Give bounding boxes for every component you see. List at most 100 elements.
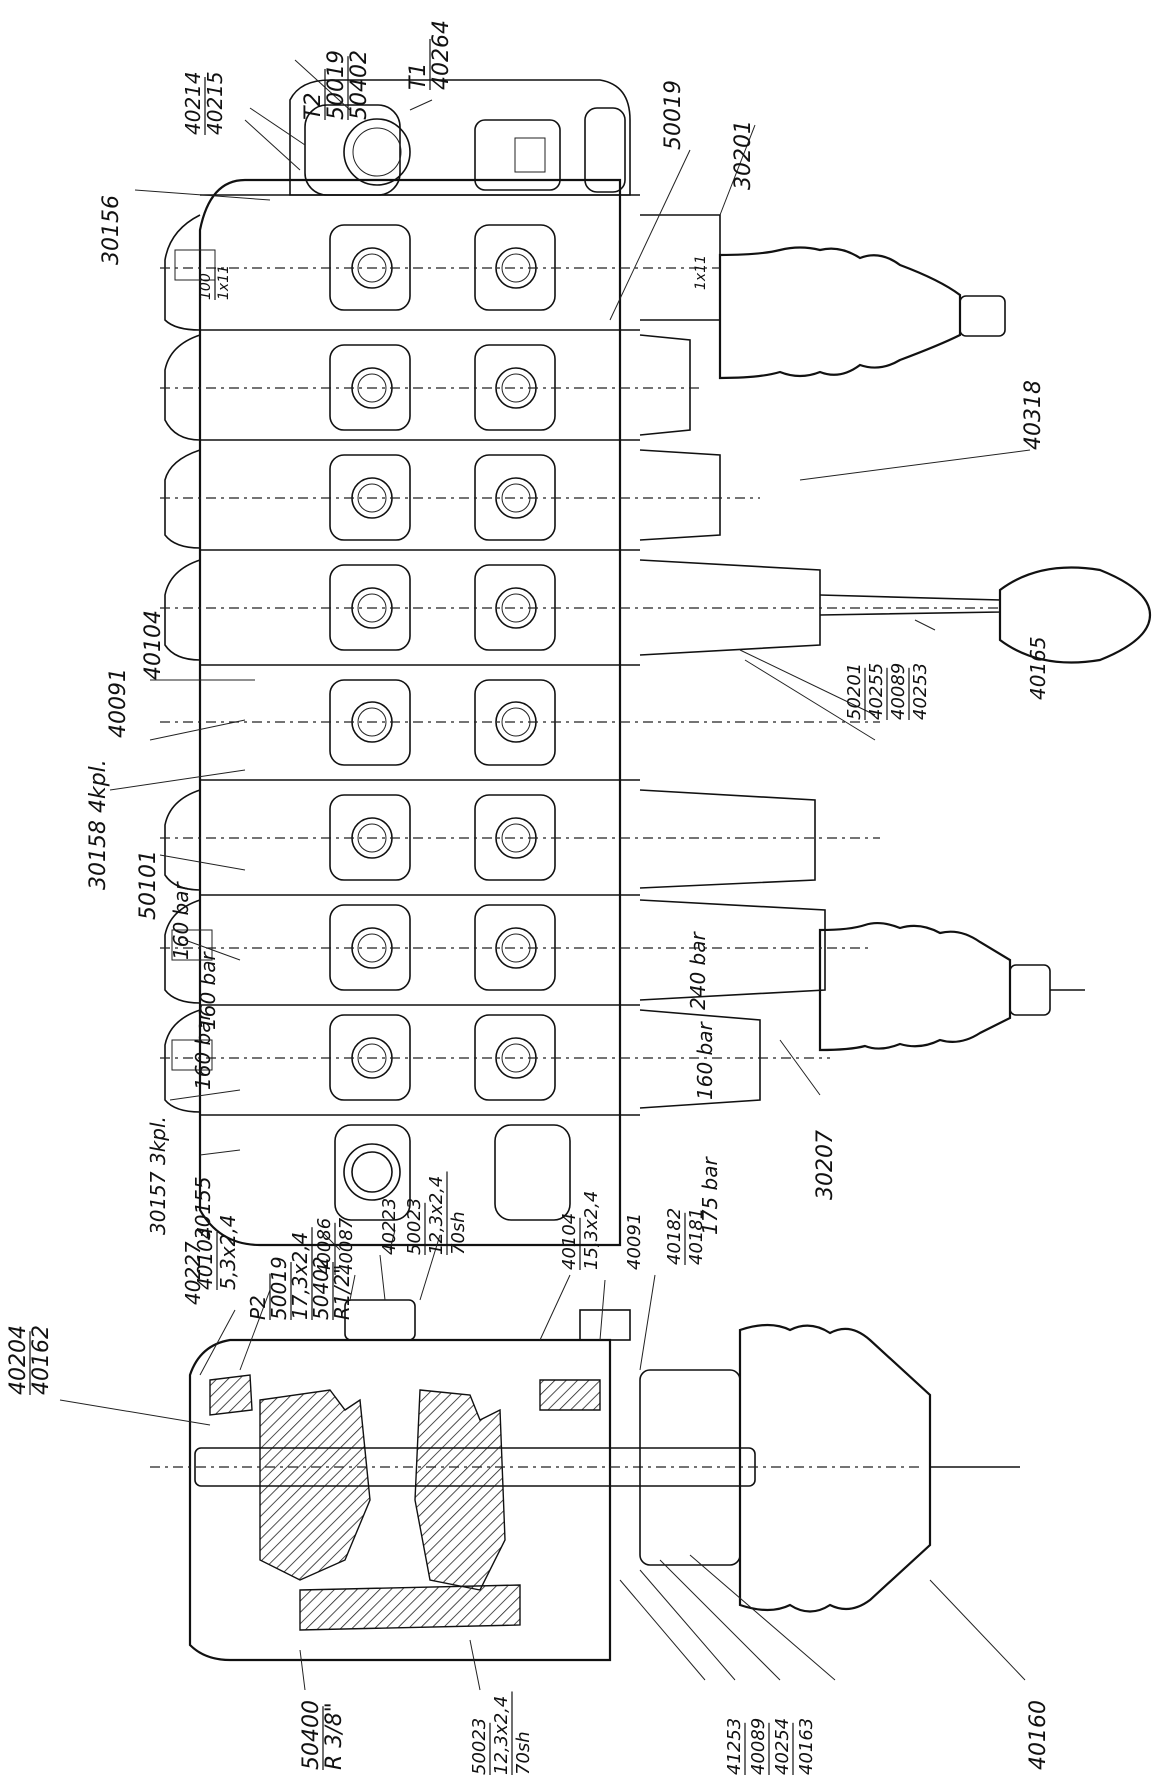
callout-c18: 160 bar [693,1021,717,1100]
callout-c15: 160 bar [196,951,220,1030]
callout-c21: 30157 3kpl. [146,1116,170,1235]
callout-c25-line-0: 1x11 [693,255,709,290]
callout-s02: 40227 [181,1241,205,1305]
callout-s04-line-1: 40087 [336,1217,357,1275]
callout-c08-line-0: 40104 [141,610,166,680]
callout-c13: 50101 [136,850,161,920]
callout-c15-line-0: 160 bar [196,951,220,1030]
callout-c22-line-0: 30155 [191,1176,215,1240]
callout-c03-line-0: 40214 [181,71,205,135]
callout-s03-line-1: 5,3x2,4 [216,1215,240,1290]
callout-c06-line-0: 30156 [99,195,124,265]
callout-c05-line-0: 30201 [731,120,756,190]
callout-c23-line-3: 50402 [309,1256,333,1320]
callout-c09-line-0: 40091 [106,668,131,738]
callout-s07-line-1: 15,3x2,4 [581,1191,602,1270]
callout-s11-line-0: 50023 [469,1718,490,1775]
callout-c25: 1x11 [693,255,709,290]
callout-s10-line-1: R 3/8" [322,1702,347,1770]
callout-c09: 40091 [106,668,131,738]
callout-c04-line-0: 50019 [661,80,686,150]
callout-c11-line-1: 40255 [866,663,887,720]
callout-c17: 240 bar [686,931,710,1010]
callout-c14: 160 bar [169,881,193,960]
callout-c24-line-0: 100 [198,273,214,300]
callout-c07-line-0: 40318 [1021,380,1046,450]
callout-c07: 40318 [1021,380,1046,450]
callout-c17-line-0: 240 bar [686,931,710,1010]
callout-s06-line-1: 12,3x2,4 [426,1176,447,1255]
callout-c05: 30201 [731,120,756,190]
callout-s05: 40223 [379,1198,400,1255]
callout-s12-line-1: 40089 [748,1718,769,1775]
callout-s07-line-0: 40104 [559,1213,580,1270]
callout-c23-line-4: R1/2" [330,1265,354,1320]
callout-s13-line-0: 40160 [1026,1700,1051,1770]
callout-c01-line-0: T2 [301,93,326,120]
callout-c03-line-1: 40215 [203,71,227,135]
callout-s12-line-3: 40163 [796,1718,817,1775]
callout-c13-line-0: 50101 [136,850,161,920]
callout-s11-line-2: 70sh [513,1731,534,1775]
callout-c04: 50019 [661,80,686,150]
callout-s01-line-1: 40162 [29,1325,54,1395]
callout-c10-line-0: 30158 4kpl. [86,759,111,890]
callout-s05-line-0: 40223 [379,1198,400,1255]
callout-c20: 30207 [813,1130,838,1200]
callout-c23-line-0: P2 [246,1295,270,1320]
callout-c19: 175 bar [698,1156,722,1235]
callout-s02-line-0: 40227 [181,1241,205,1305]
callout-s09-line-1: 40181 [686,1208,707,1265]
callout-s08-line-0: 40091 [624,1213,645,1270]
callout-c12: 40165 [1026,636,1050,700]
callout-c21-line-0: 30157 3kpl. [146,1116,170,1235]
callout-s12-line-0: 41253 [724,1718,745,1775]
callout-c16-line-0: 160 bar [191,1011,215,1090]
callout-s06-line-2: 70sh [448,1211,469,1255]
callout-s04-line-0: 40086 [314,1218,335,1275]
callout-c12-line-0: 40165 [1026,636,1050,700]
callout-s13: 40160 [1026,1700,1051,1770]
callout-c20-line-0: 30207 [813,1130,838,1200]
callout-s06-line-0: 50023 [404,1198,425,1255]
callout-c23-line-2: 17,3x2,4 [288,1232,312,1320]
callout-s12-line-2: 40254 [772,1718,793,1775]
callout-c11-line-3: 40253 [910,663,931,720]
callout-c10: 30158 4kpl. [86,759,111,890]
callout-s03-line-0: 40104 [193,1226,217,1290]
callout-c22: 30155 [191,1176,215,1240]
callout-c18-line-0: 160 bar [693,1021,717,1100]
callout-c01-line-2: 50402 [347,50,372,120]
callout-c16: 160 bar [191,1011,215,1090]
callout-c24-line-1: 1x11 [216,265,232,300]
valve-top-view [109,59,1152,1251]
callout-c11-line-2: 40089 [888,663,909,720]
callout-s08: 40091 [624,1213,645,1270]
callout-c19-line-0: 175 bar [698,1156,722,1235]
callout-c02-line-1: 40264 [429,20,454,90]
callout-c23-line-1: 50019 [267,1256,291,1320]
callout-c02-line-0: T1 [406,63,431,90]
callout-s10-line-0: 50400 [299,1700,324,1770]
callout-c11-line-0: 50201 [844,663,865,720]
callout-s01-line-0: 40204 [6,1325,31,1395]
callout-s11-line-1: 12,3x2,4 [491,1696,512,1775]
callout-c06: 30156 [99,195,124,265]
callout-c14-line-0: 160 bar [169,881,193,960]
